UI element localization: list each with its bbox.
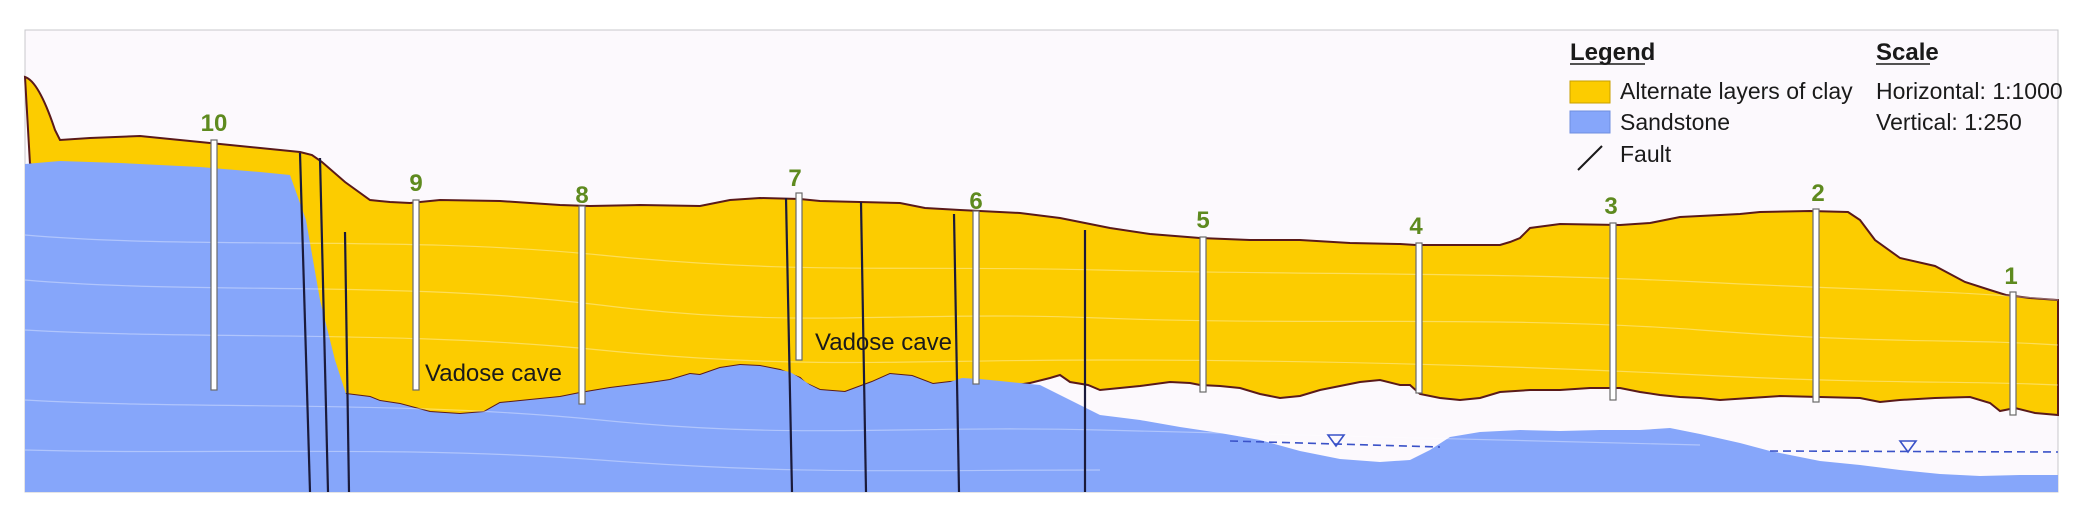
borehole-10 [210,139,218,391]
fault-symbol-icon [1577,145,1603,171]
borehole-8 [578,205,586,405]
borehole-7 [795,192,803,361]
borehole-3 [1609,222,1617,401]
scale-title: Scale [1876,39,1939,66]
legend: Legend Alternate layers of clay Sandston… [1569,39,1853,171]
borehole-5 [1199,236,1207,393]
borehole-label: 7 [788,165,801,192]
legend-swatch-clay [1569,80,1611,104]
inverted-triangle-icon [1326,434,1918,454]
borehole-1 [2009,291,2017,416]
borehole-2 [1812,208,1820,403]
sandstone-layer [25,161,2058,492]
borehole-label: 4 [1409,213,1423,240]
legend-swatch-sandstone [1569,110,1611,134]
scale-block: Scale Horizontal: 1:1000 Vertical: 1:250 [1876,39,2063,135]
scale-vertical: Vertical: 1:250 [1876,109,2022,135]
scale-horizontal: Horizontal: 1:1000 [1876,78,2063,104]
cave-label: Vadose cave [425,360,562,387]
borehole-label: 8 [575,182,588,209]
borehole-label: 9 [409,170,422,197]
borehole-6 [972,210,980,385]
legend-item-label: Fault [1620,141,1672,167]
borehole-4 [1415,242,1423,394]
borehole-labels: 10 9 8 7 6 5 4 3 2 1 [201,110,2018,290]
legend-title: Legend [1570,39,1655,66]
borehole-label: 3 [1604,193,1617,220]
faults [298,152,1087,493]
borehole-label: 6 [969,188,982,215]
borehole-label: 10 [201,110,228,137]
boreholes [210,139,2017,416]
bedding-lines [24,234,2059,472]
legend-item-label: Sandstone [1620,109,1730,135]
legend-item-label: Alternate layers of clay [1620,78,1853,104]
borehole-label: 5 [1196,207,1209,234]
borehole-label: 1 [2004,263,2017,290]
borehole-label: 2 [1811,180,1824,207]
borehole-9 [412,199,420,391]
cave-label: Vadose cave [815,329,952,356]
